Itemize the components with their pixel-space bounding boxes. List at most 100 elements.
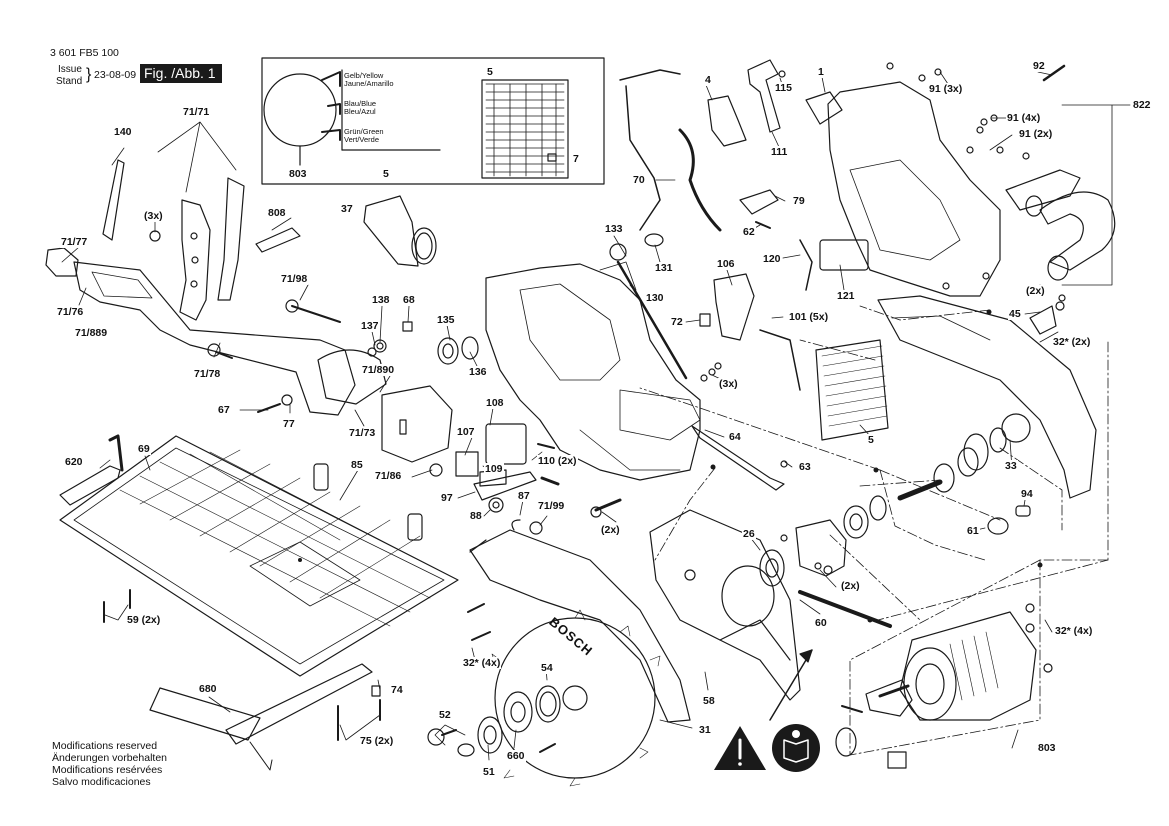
callout-136: 136 <box>468 366 488 378</box>
callout-137: 137 <box>360 320 380 332</box>
callout-31: 31 <box>698 724 712 736</box>
part-guard-arm <box>179 199 211 321</box>
read-manual-icon <box>772 724 820 772</box>
part-803-motor <box>899 611 1037 721</box>
stand-label: Stand <box>56 76 83 87</box>
part-base-rail <box>73 261 356 416</box>
callout-71-99: 71/99 <box>537 500 566 512</box>
callout-71-98: 71/98 <box>280 273 309 285</box>
part-71-890-arc <box>317 349 387 405</box>
callout-60: 60 <box>814 617 828 629</box>
callout-133: 133 <box>604 223 624 235</box>
part-1-motor-housing <box>827 81 1001 297</box>
part-680-scale <box>225 663 373 745</box>
callout-88: 88 <box>469 510 483 522</box>
callout-52: 52 <box>438 709 452 721</box>
part-808 <box>255 227 301 253</box>
part-main-housing <box>485 263 701 481</box>
callout-94: 94 <box>1020 488 1034 500</box>
callout-87: 87 <box>517 490 531 502</box>
callout-109: 109 <box>484 463 504 475</box>
callout-130: 130 <box>645 292 665 304</box>
part-121 <box>819 239 869 271</box>
inset-label-5-bottom: 5 <box>382 168 390 180</box>
part-bearing-housing <box>795 519 847 577</box>
callout-101: 101 (5x) <box>788 311 830 323</box>
callout-54: 54 <box>540 662 554 674</box>
callout-135: 135 <box>436 314 456 326</box>
callout-91-2x: 91 (2x) <box>1018 128 1054 140</box>
callout-37: 37 <box>340 203 354 215</box>
note-es: Salvo modificaciones <box>52 776 151 788</box>
callout-68: 68 <box>402 294 416 306</box>
callout-138: 138 <box>371 294 391 306</box>
callout-71-76: 71/76 <box>56 306 85 318</box>
part-111-trigger <box>747 59 781 133</box>
inset-label-7: 7 <box>572 153 580 165</box>
callout-71-73: 71/73 <box>348 427 377 439</box>
callout-106: 106 <box>716 258 736 270</box>
part-3x-plug <box>149 230 161 242</box>
callout-3x-a: (3x) <box>143 210 164 222</box>
part-680 <box>149 687 261 741</box>
note-en: Modifications reserved <box>52 740 158 752</box>
issue-date: 23-08-09 <box>94 69 137 81</box>
callout-121: 121 <box>836 290 856 302</box>
callout-71-77: 71/77 <box>60 236 89 248</box>
part-37 <box>363 195 419 267</box>
callout-59: 59 (2x) <box>126 614 162 626</box>
callout-32-2x: 32* (2x) <box>1052 336 1092 348</box>
callout-71-86: 71/86 <box>374 470 403 482</box>
part-69-base <box>59 435 459 677</box>
callout-71-890: 71/890 <box>361 364 396 376</box>
part-71-77 <box>45 247 79 277</box>
callout-45: 45 <box>1008 308 1022 320</box>
callout-808: 808 <box>267 207 287 219</box>
callout-5-filter: 5 <box>867 434 875 446</box>
callout-4: 4 <box>704 74 712 86</box>
callout-620: 620 <box>64 456 84 468</box>
callout-71-889: 71/889 <box>74 327 109 339</box>
callout-2x-a: (2x) <box>600 524 621 536</box>
callout-64: 64 <box>728 431 742 443</box>
part-5-filter <box>815 339 889 441</box>
callout-107: 107 <box>456 426 476 438</box>
callout-85: 85 <box>350 459 364 471</box>
callout-91-4x: 91 (4x) <box>1006 112 1042 124</box>
callout-115: 115 <box>774 82 793 94</box>
footer-notes: Modifications reserved Änderungen vorbeh… <box>52 740 167 788</box>
callout-92: 92 <box>1032 60 1046 72</box>
callout-61: 61 <box>966 525 980 537</box>
inset-label-803: 803 <box>288 168 308 180</box>
callout-3x-b: (3x) <box>718 378 739 390</box>
part-rubber-strip <box>217 177 245 301</box>
callout-63: 63 <box>798 461 812 473</box>
callout-71-71: 71/71 <box>182 106 211 118</box>
part-97 <box>473 471 537 501</box>
callout-58: 58 <box>702 695 716 707</box>
part-620 <box>59 465 121 506</box>
callout-75: 75 (2x) <box>359 735 395 747</box>
callout-660: 660 <box>506 750 526 762</box>
callout-108: 108 <box>485 397 505 409</box>
callout-72: 72 <box>670 316 684 328</box>
callout-71-78: 71/78 <box>193 368 222 380</box>
callout-111: 111 <box>770 146 789 158</box>
part-71-890-housing <box>381 385 453 463</box>
callout-680: 680 <box>198 683 218 695</box>
callout-69: 69 <box>137 443 151 455</box>
callout-131: 131 <box>654 262 674 274</box>
callout-803: 803 <box>1037 742 1057 754</box>
callout-32-4x-a: 32* (4x) <box>462 657 502 669</box>
callout-1: 1 <box>817 66 825 78</box>
callout-97: 97 <box>440 492 454 504</box>
part-number: 3 601 FB5 100 <box>50 47 119 59</box>
part-58-lower-guard <box>649 509 801 701</box>
note-fr: Modifications resérvées <box>52 764 163 776</box>
callout-822: 822 <box>1132 99 1152 111</box>
figure-tag: Fig. /Abb. 1 <box>140 64 222 83</box>
